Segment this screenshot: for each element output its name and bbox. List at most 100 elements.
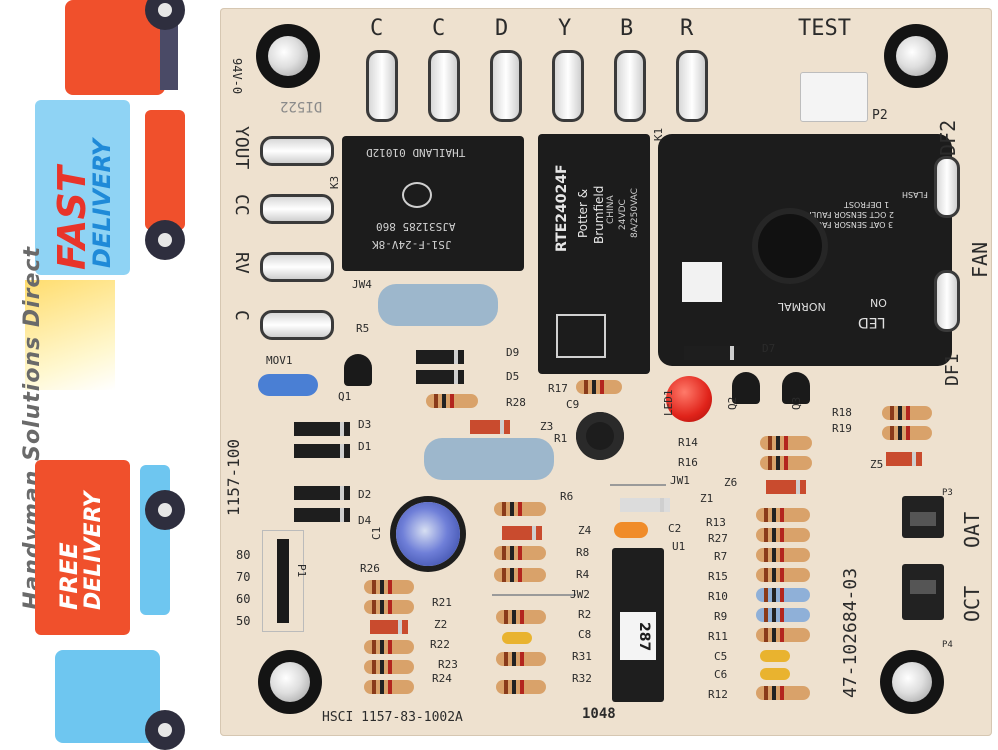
ul-text: DI522 [280, 98, 323, 114]
oat-label: OAT [960, 511, 984, 548]
oat-connector[interactable] [902, 496, 944, 538]
spade-terminal-y[interactable] [552, 50, 584, 122]
spade-terminal-r[interactable] [676, 50, 708, 122]
badge-free-text: FREE [55, 542, 83, 610]
resistor-r17 [576, 380, 622, 394]
spade-terminal-c2[interactable] [428, 50, 460, 122]
led1-label: LED1 [662, 389, 675, 417]
setting-60: 60 [236, 592, 251, 606]
relay-k3-part: AJS31285 860 [376, 220, 456, 233]
resistor-r19 [882, 426, 932, 440]
ul-code: 94V-0 [230, 58, 244, 95]
spade-terminal-rv[interactable] [260, 252, 334, 282]
diode-d4 [294, 508, 350, 522]
c6-label: C6 [714, 668, 728, 681]
spade-terminal-df1[interactable] [934, 270, 960, 332]
resistor-r26 [364, 580, 414, 594]
top-terminal-label-d: D [495, 16, 509, 41]
top-terminal-label-c1: C [370, 16, 384, 41]
fast-delivery-truck [25, 100, 195, 390]
d1-label: D1 [358, 440, 372, 453]
k3-label: K3 [328, 175, 342, 190]
relay-k1-model: RTE24024F [554, 164, 570, 252]
spade-terminal-cc[interactable] [260, 194, 334, 224]
free-delivery-truck [35, 460, 195, 640]
board-footer: HSCI 1157-83-1002A [322, 710, 463, 725]
resistor-r13 [756, 508, 810, 522]
diode-d1 [294, 444, 350, 458]
p1-jumper-block[interactable] [262, 530, 304, 632]
r26-label: R26 [360, 562, 380, 575]
c9-label: C9 [566, 398, 580, 411]
r22-label: R22 [430, 638, 450, 651]
resistor-r16 [760, 456, 812, 470]
spade-terminal-d[interactable] [490, 50, 522, 122]
p1-jumper-shunt[interactable] [277, 539, 289, 623]
r9-label: R9 [714, 610, 728, 623]
resistor-r10 [756, 588, 810, 602]
diode-d2 [294, 486, 350, 500]
relay-k3: THAILAND 01012D AJS31285 860 JS1-F-24V-8… [342, 136, 524, 271]
z1-label: Z1 [700, 492, 714, 505]
z4-label: Z4 [578, 524, 592, 537]
relay-k1-rating2: 8A/250VAC [630, 188, 640, 238]
badge-fast-delivery-text: DELIVERY [88, 138, 116, 268]
mount-hole-top-right [884, 24, 948, 88]
zener-z3 [470, 420, 510, 434]
zener-z6 [766, 480, 806, 494]
top-terminal-label-y: Y [558, 16, 572, 41]
resistor-r24 [364, 680, 414, 694]
ul-recognized-icon [402, 182, 432, 208]
r17-label: R17 [548, 382, 568, 395]
spade-terminal-df2[interactable] [934, 156, 960, 218]
r5-label: R5 [356, 322, 370, 335]
fan-label: FAN [968, 241, 992, 278]
relay-k1-brand2: Brumfield [592, 185, 606, 244]
spade-terminal-b[interactable] [614, 50, 646, 122]
transistor-q3 [782, 372, 810, 404]
r32-label: R32 [572, 672, 592, 685]
spade-terminal-c1[interactable] [366, 50, 398, 122]
r13-label: R13 [706, 516, 726, 529]
r2-label: R2 [578, 608, 592, 621]
led-label: LED [858, 314, 886, 330]
resistor-r8 [494, 546, 546, 560]
ic-u1-label [620, 612, 656, 660]
code-line-2: 2 OCT SENSOR FAULT [808, 210, 894, 219]
r28-label: R28 [506, 396, 526, 409]
flash-label: FLASH [902, 190, 928, 199]
red-truck-top [55, 0, 185, 110]
left-terminal-label-yout: YOUT [231, 126, 252, 170]
jw2-label: JW2 [570, 588, 590, 601]
test-connector[interactable] [800, 72, 868, 122]
c1-label: C1 [370, 526, 383, 540]
jumper-jw2 [492, 594, 576, 596]
df2-label: DF2 [936, 119, 960, 156]
left-terminal-label-cc: CC [231, 194, 252, 216]
code-line-1: 1 DEFROST [844, 200, 890, 209]
oct-connector[interactable] [902, 564, 944, 620]
resistor-r4 [494, 568, 546, 582]
spade-terminal-yout[interactable] [260, 136, 334, 166]
te-logo-icon [556, 314, 606, 358]
zener-z1 [620, 498, 670, 512]
transistor-q2 [732, 372, 760, 404]
resistor-r22 [364, 640, 414, 654]
promo-strip: FAST DELIVERY Handyman Solutions Direct … [0, 0, 210, 750]
z5-label: Z5 [870, 458, 884, 471]
d2-label: D2 [358, 488, 372, 501]
r24-label: R24 [432, 672, 452, 685]
d5-label: D5 [506, 370, 520, 383]
resistor-r32 [496, 680, 546, 694]
diode-d5 [416, 370, 464, 384]
chip-label: 287 [636, 622, 652, 652]
resistor-r7 [756, 548, 810, 562]
spade-terminal-c[interactable] [260, 310, 334, 340]
diode-d3 [294, 422, 350, 436]
mount-hole-bottom-right [880, 650, 944, 714]
q2-label: Q2 [726, 396, 739, 410]
code-line-3: 3 OAT SENSOR FAULT [808, 220, 894, 229]
z3-label: Z3 [540, 420, 554, 433]
relay-k1: RTE24024F Potter & Brumfield CHINA 24VDC… [538, 134, 650, 374]
ic-u1: 287 [612, 548, 664, 702]
